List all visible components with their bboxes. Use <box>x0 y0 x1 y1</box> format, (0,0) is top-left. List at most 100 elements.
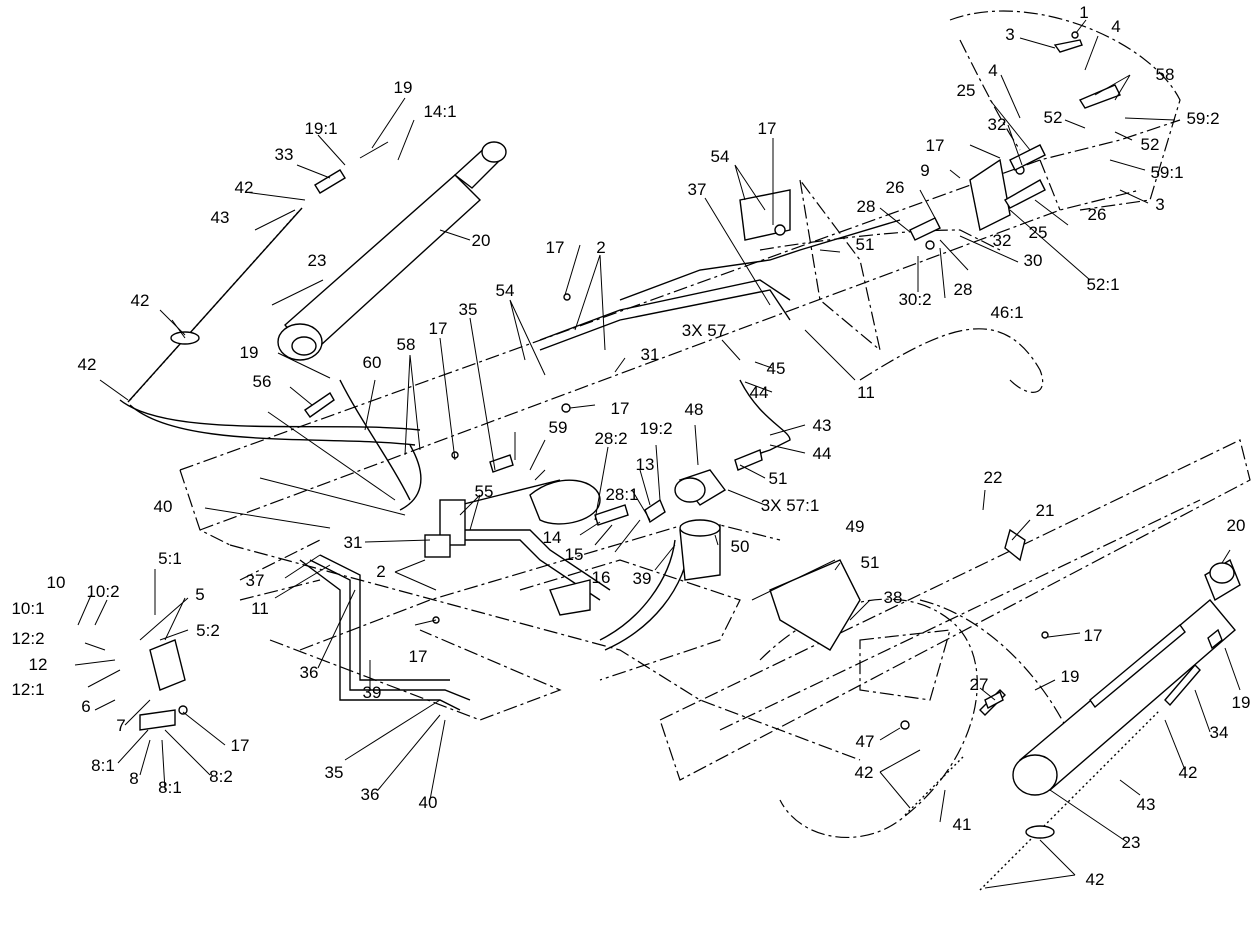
callout-52-1: 3X 57:1 <box>761 496 820 515</box>
callout-3-top: 3 <box>1005 25 1014 44</box>
callout-10-1: 10:1 <box>11 599 44 618</box>
callout-19-2: 19:1 <box>304 119 337 138</box>
callout-52: 51 <box>769 469 788 488</box>
callout-19-1: 14:1 <box>423 102 456 121</box>
callout-17-left: 17 <box>429 319 448 338</box>
callout-28-mid: 28 <box>954 280 973 299</box>
callout-18-bottom-left: 17 <box>231 736 250 755</box>
callout-60: 60 <box>363 353 382 372</box>
callout-28-1: 30:2 <box>898 290 931 309</box>
callout-23-left: 23 <box>308 251 327 270</box>
callout-28-2: 46:1 <box>990 303 1023 322</box>
callout-2-top: 2 <box>596 238 605 257</box>
callout-53-1: 59:1 <box>1150 163 1183 182</box>
callout-17-top: 17 <box>758 119 777 138</box>
callout-32-top: 32 <box>988 115 1007 134</box>
callout-28-top: 28 <box>857 197 876 216</box>
callout-46-1: 3X 57 <box>682 321 726 340</box>
callout-18-top: 17 <box>926 136 945 155</box>
callout-35-bottom: 35 <box>325 763 344 782</box>
callout-43-left: 43 <box>211 208 230 227</box>
callout-40-top: 40 <box>154 497 173 516</box>
callout-47: 47 <box>856 732 875 751</box>
callout-45-mid: 44 <box>813 444 832 463</box>
callout-18-mid: 17 <box>409 647 428 666</box>
callout-56: 56 <box>253 372 272 391</box>
callout-50: 49 <box>846 517 865 536</box>
callout-23-right: 23 <box>1122 833 1141 852</box>
callout-48: 48 <box>685 400 704 419</box>
callout-51-top: 51 <box>856 235 875 254</box>
callout-46: 45 <box>767 359 786 378</box>
callout-5-1: 5:1 <box>158 549 182 568</box>
callout-labels: 1 3 4 58 4 25 52 59:2 52 32 17 9 59:1 26… <box>11 3 1250 889</box>
callout-18-right: 17 <box>1084 626 1103 645</box>
callout-40-bottom: 40 <box>419 793 438 812</box>
callout-13-2: 28:1 <box>605 485 638 504</box>
callout-8: 8 <box>129 769 138 788</box>
callout-49: 50 <box>731 537 750 556</box>
callout-9: 9 <box>920 161 929 180</box>
callout-12-2: 12:2 <box>11 629 44 648</box>
callout-13: 13 <box>636 455 655 474</box>
callout-20-left: 20 <box>472 231 491 250</box>
callout-8-1-a: 8:1 <box>91 756 115 775</box>
callout-4-top: 4 <box>1111 17 1120 36</box>
callout-27: 27 <box>970 675 989 694</box>
callout-2-mid: 2 <box>376 562 385 581</box>
callout-22: 22 <box>984 468 1003 487</box>
callout-30-2: 52:1 <box>1086 275 1119 294</box>
callout-35-top: 35 <box>459 300 478 319</box>
callout-7: 7 <box>116 716 125 735</box>
callout-45-top: 44 <box>750 383 769 402</box>
callout-51-mid: 51 <box>861 553 880 572</box>
callout-18-a: 17 <box>546 238 565 257</box>
callout-42-a: 42 <box>235 178 254 197</box>
callout-8-1-b: 8:1 <box>158 778 182 797</box>
callout-42-e: 42 <box>1179 763 1198 782</box>
callout-58-left: 58 <box>397 335 416 354</box>
callout-44: 43 <box>813 416 832 435</box>
callout-39-mid: 39 <box>633 569 652 588</box>
callout-42-b: 42 <box>131 291 150 310</box>
callout-16: 16 <box>592 568 611 587</box>
callout-33: 33 <box>275 145 294 164</box>
callout-36-left: 36 <box>300 663 319 682</box>
hydraulic-lines <box>119 219 901 711</box>
callout-38: 38 <box>884 588 903 607</box>
callout-41: 41 <box>953 815 972 834</box>
callout-37-top: 37 <box>688 180 707 199</box>
callout-26-right: 26 <box>1088 205 1107 224</box>
callout-37-left: 37 <box>246 571 265 590</box>
callout-25-top: 25 <box>957 81 976 100</box>
callout-42-c: 42 <box>78 355 97 374</box>
components <box>139 158 1026 731</box>
callout-36-bottom: 36 <box>361 785 380 804</box>
callout-53-2: 59:2 <box>1186 109 1219 128</box>
callout-55-top: 54 <box>711 147 730 166</box>
fittings <box>178 31 1223 730</box>
callout-42-d: 42 <box>855 763 874 782</box>
callout-42-f: 42 <box>1086 870 1105 889</box>
callout-55-mid: 54 <box>496 281 515 300</box>
callout-53-b: 52 <box>1141 135 1160 154</box>
hydraulic-cylinder-right <box>1012 558 1241 796</box>
callout-30: 30 <box>1024 251 1043 270</box>
callout-21: 21 <box>1036 501 1055 520</box>
callout-8-2: 8:2 <box>209 767 233 786</box>
callout-58-top: 58 <box>1156 65 1175 84</box>
callout-26-left: 26 <box>886 178 905 197</box>
callout-15: 15 <box>565 545 584 564</box>
callout-4-mid: 4 <box>988 61 997 80</box>
callout-20-right: 20 <box>1227 516 1246 535</box>
callout-59: 59 <box>549 418 568 437</box>
hydraulic-cylinder-left <box>277 141 507 361</box>
callout-31-top: 31 <box>641 345 660 364</box>
callout-43-right: 43 <box>1137 795 1156 814</box>
callout-6: 6 <box>81 697 90 716</box>
callout-12: 12 <box>29 655 48 674</box>
callout-10-2: 10:2 <box>86 582 119 601</box>
callout-14: 14 <box>543 528 562 547</box>
callout-31-mid: 31 <box>344 533 363 552</box>
